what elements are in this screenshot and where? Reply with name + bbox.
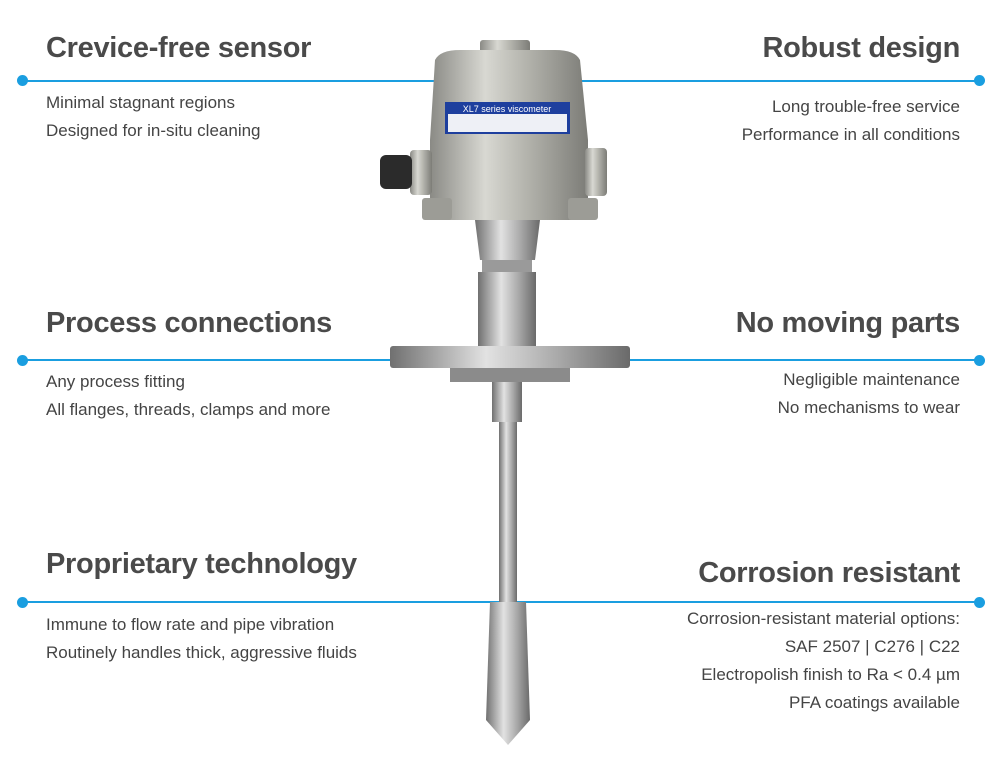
connector-dot-process xyxy=(17,355,28,366)
feature-line: SAF 2507 | C276 | C22 xyxy=(784,637,960,656)
feature-line: No mechanisms to wear xyxy=(777,398,960,417)
feature-line: PFA coatings available xyxy=(788,693,960,712)
feature-title: Crevice-free sensor xyxy=(46,32,312,64)
feature-line: Any process fitting xyxy=(46,372,185,391)
connector-dot-corrosion xyxy=(974,597,985,608)
feature-title: Proprietary technology xyxy=(46,548,357,580)
feature-line: Routinely handles thick, aggressive flui… xyxy=(46,643,357,662)
connector-dot-nomoving xyxy=(974,355,985,366)
feature-process-connections: Process connections Any process fitting … xyxy=(46,307,332,424)
device-label: XL7 series viscometer xyxy=(463,104,552,114)
connector-line-nomoving xyxy=(625,359,980,361)
feature-robust-design: Robust design Long trouble-free service … xyxy=(741,32,961,149)
feature-title: Robust design xyxy=(762,32,961,64)
feature-no-moving-parts: No moving parts Negligible maintenance N… xyxy=(735,307,961,422)
feature-corrosion-resistant: Corrosion resistant Corrosion-resistant … xyxy=(687,557,960,717)
feature-line: Designed for in-situ cleaning xyxy=(46,121,261,140)
feature-line: All flanges, threads, clamps and more xyxy=(46,400,331,419)
connector-dot-proprietary xyxy=(17,597,28,608)
feature-crevice-free: Crevice-free sensor Minimal stagnant reg… xyxy=(46,32,311,145)
feature-line: Performance in all conditions xyxy=(741,125,960,144)
viscometer-illustration: XL7 series viscometer xyxy=(380,40,630,745)
feature-title: Process connections xyxy=(46,307,333,339)
feature-title: No moving parts xyxy=(735,307,961,339)
feature-line: Long trouble-free service xyxy=(771,97,960,116)
connector-dot-crevice xyxy=(17,75,28,86)
connector-line-robust xyxy=(575,80,980,82)
feature-title: Corrosion resistant xyxy=(698,557,960,589)
feature-line: Negligible maintenance xyxy=(783,370,960,389)
connector-line-process xyxy=(22,359,392,361)
feature-line: Minimal stagnant regions xyxy=(46,93,235,112)
feature-line: Immune to flow rate and pipe vibration xyxy=(46,615,335,634)
connector-dot-robust xyxy=(974,75,985,86)
feature-line: Electropolish finish to Ra < 0.4 µm xyxy=(701,665,960,684)
feature-proprietary-technology: Proprietary technology Immune to flow ra… xyxy=(46,548,357,667)
connector-line-crevice xyxy=(22,80,442,82)
feature-line: Corrosion-resistant material options: xyxy=(686,609,960,628)
